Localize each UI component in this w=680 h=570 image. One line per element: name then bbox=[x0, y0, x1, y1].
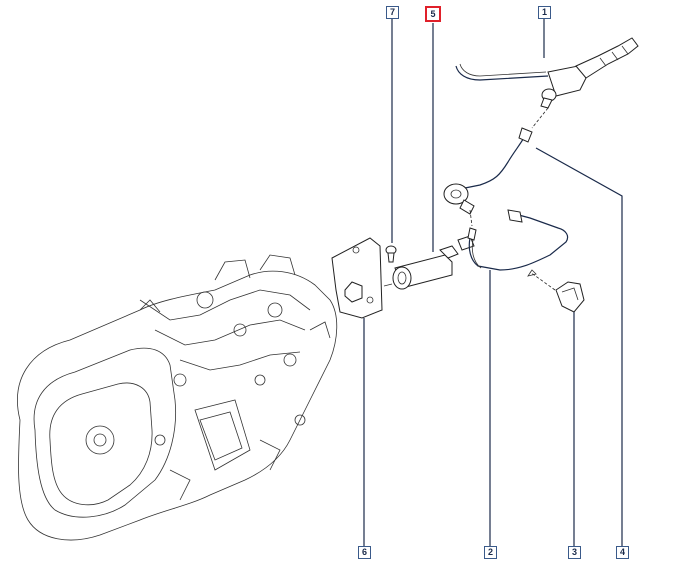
clutch-hose bbox=[443, 127, 533, 227]
gearbox-housing bbox=[17, 254, 338, 541]
callout-4[interactable]: 4 bbox=[616, 546, 629, 559]
screw bbox=[385, 245, 397, 263]
master-cylinder bbox=[455, 37, 639, 129]
callout-1[interactable]: 1 bbox=[538, 6, 551, 19]
callout-2[interactable]: 2 bbox=[484, 546, 497, 559]
mounting-plate bbox=[331, 237, 383, 319]
callout-7[interactable]: 7 bbox=[386, 6, 399, 19]
hydraulic-pipe bbox=[467, 209, 569, 271]
callout-6[interactable]: 6 bbox=[358, 546, 371, 559]
callout-5[interactable]: 5 bbox=[425, 6, 441, 22]
slave-cylinder bbox=[383, 235, 475, 290]
callout-3[interactable]: 3 bbox=[568, 546, 581, 559]
leader-lines bbox=[363, 19, 623, 546]
pipe-clip bbox=[527, 269, 585, 313]
